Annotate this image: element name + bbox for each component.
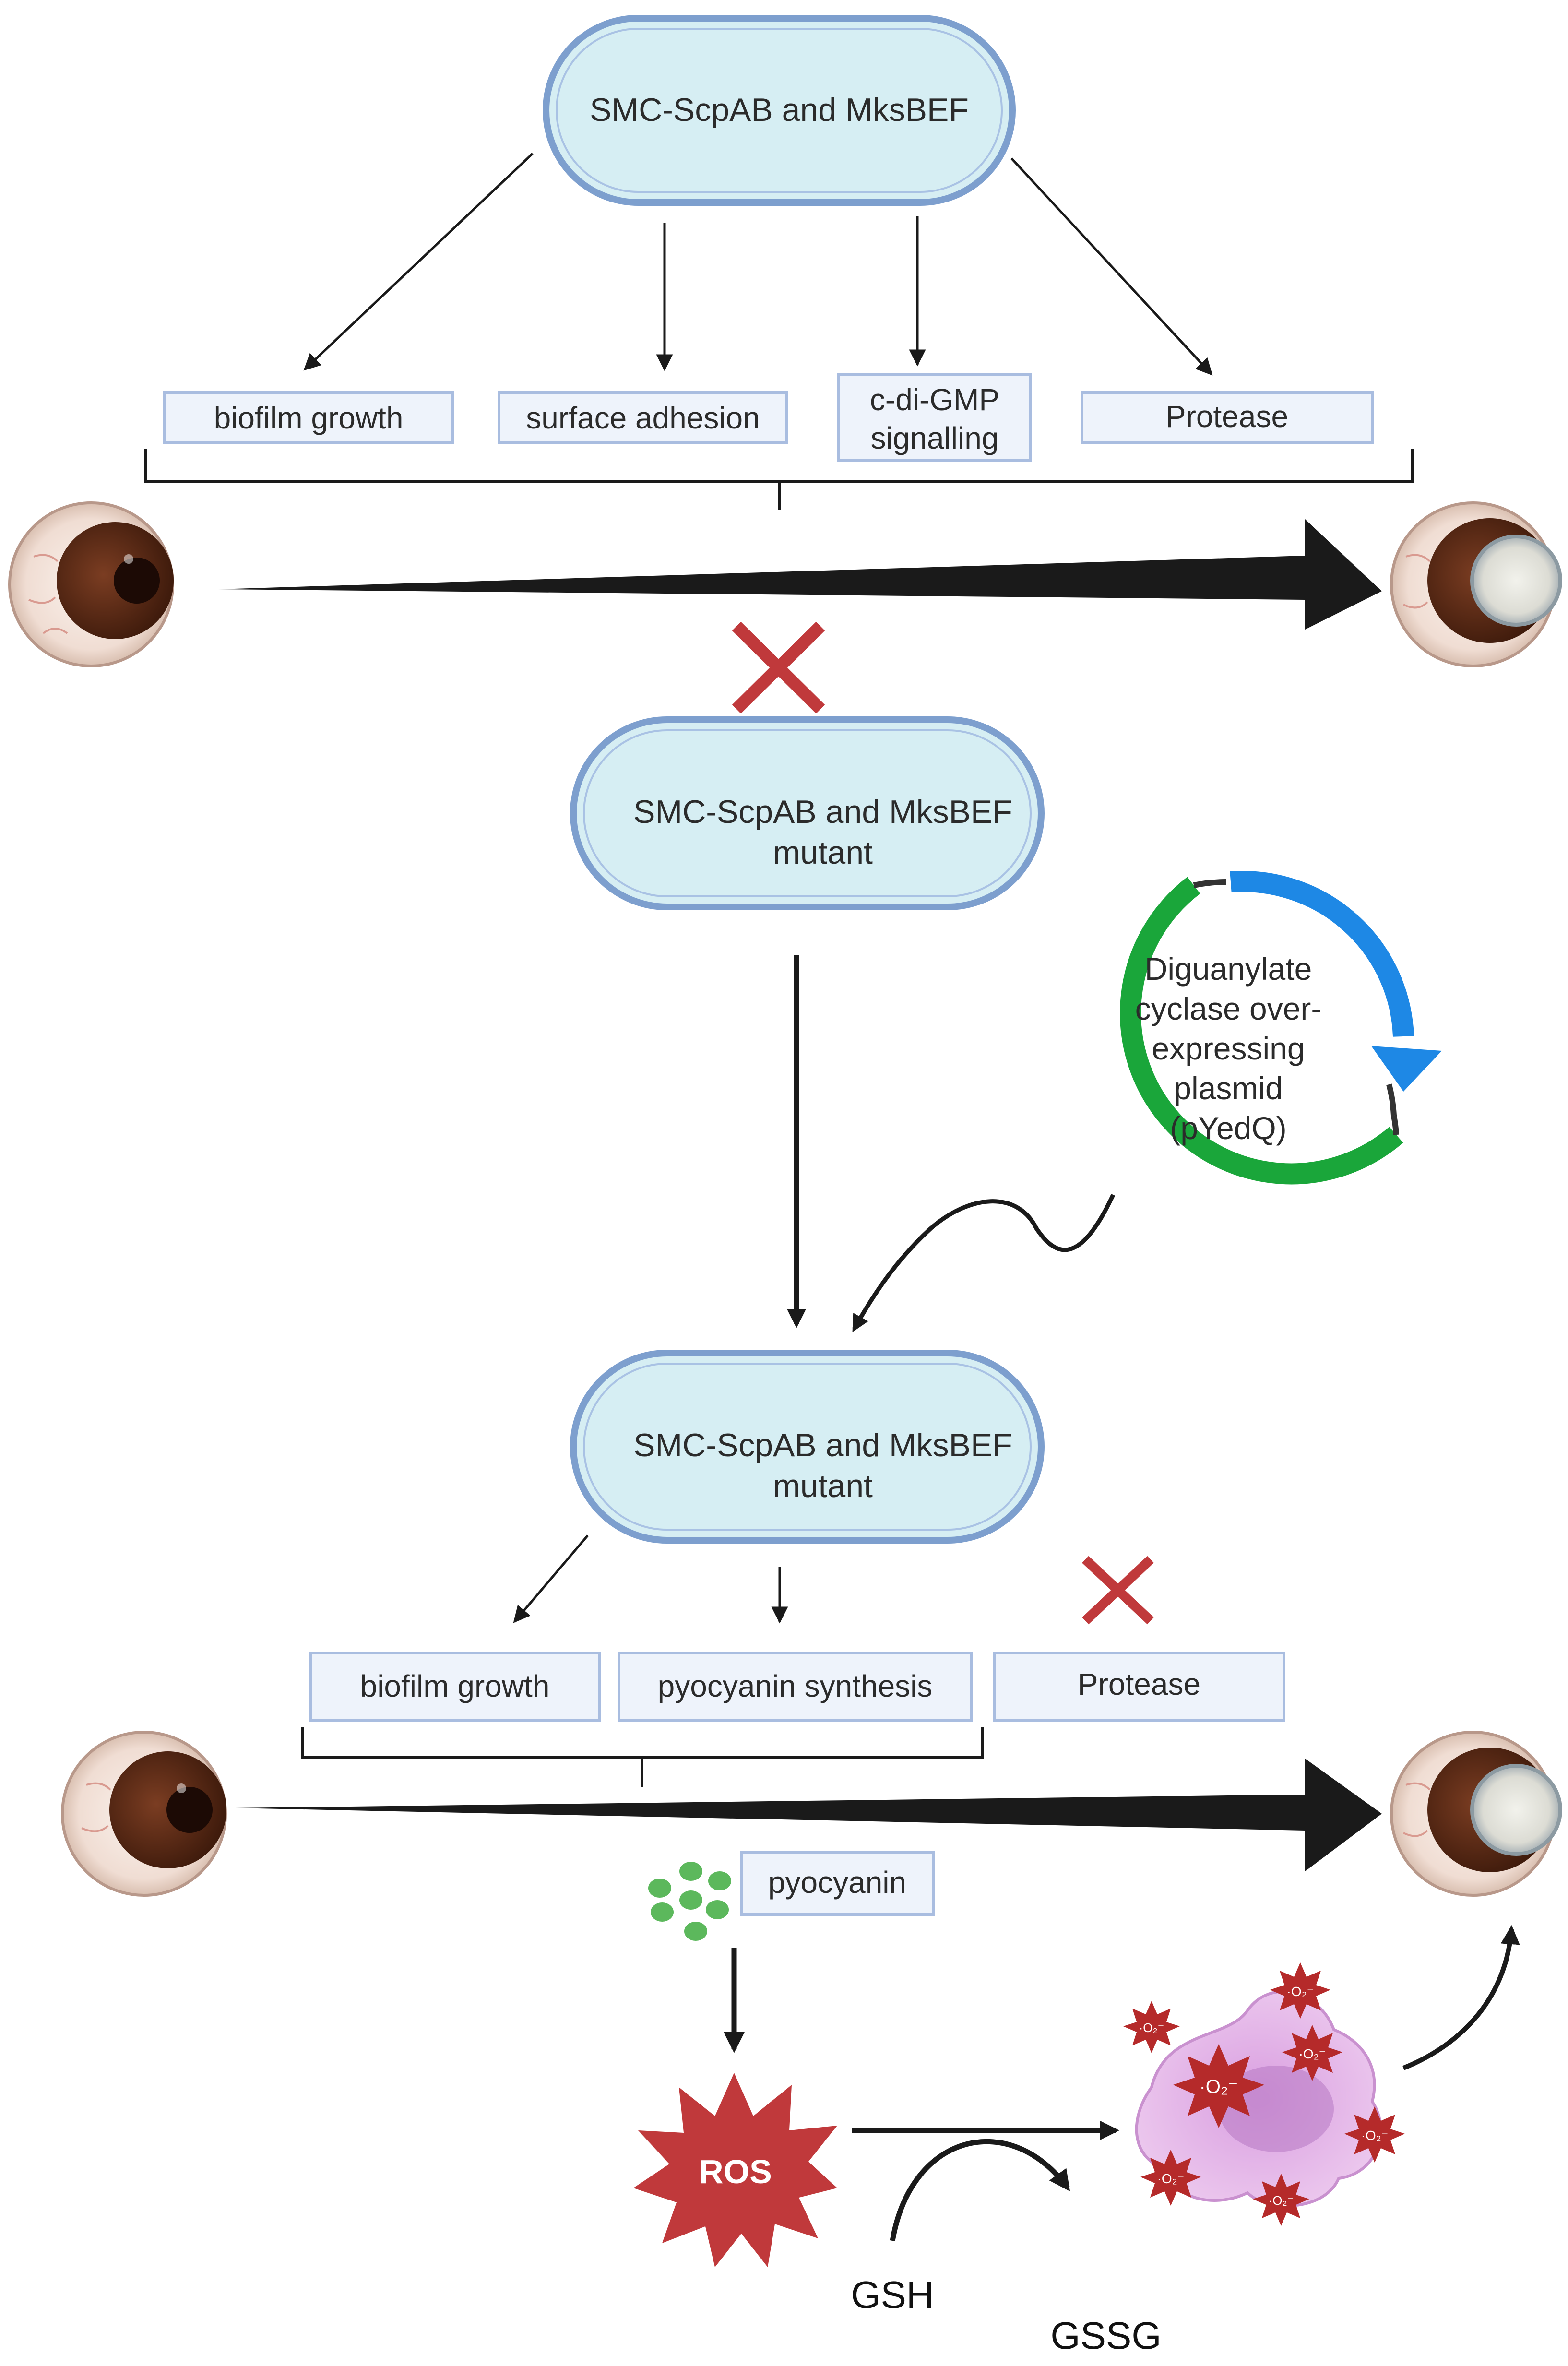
plasmid-line1: Diguanylate [1145,951,1312,987]
target-cdigmp-line2: signalling [871,421,999,455]
pyocyanin-label: pyocyanin [768,1865,906,1900]
superoxide-label-4: ·O₂⁻ [1139,2021,1164,2035]
top-bracket [144,449,1414,510]
gsh-to-gssg-arrow [890,2139,1070,2241]
rescued-cell: SMC-ScpAB and MksBEF mutant [570,1350,1045,1544]
pyocyanin-box: pyocyanin [740,1851,935,1916]
rescued-regulation-arrows [513,1534,788,1624]
eye-icon [8,501,174,667]
arrow-to-protease [1010,157,1213,376]
target-protease-box: Protease [1081,391,1374,444]
wildtype-regulation-arrows [303,153,1213,376]
plasmid-line4: plasmid [1174,1070,1283,1106]
wildtype-cell: SMC-ScpAB and MksBEF [543,15,1016,206]
target-adhesion-box: surface adhesion [498,391,788,444]
superoxide-burst-icon: ·O₂⁻ [1123,2001,1180,2053]
target-protease-box-2: Protease [993,1652,1285,1722]
target-protease-2-label: Protease [1078,1667,1200,1701]
cross-icon [732,621,825,714]
arrow-to-biofilm-2 [513,1534,589,1623]
rescued-cell-line2: mutant [773,1468,873,1504]
bottom-bracket [301,1727,984,1787]
cross-icon [1082,1556,1154,1625]
starburst-icon: ROS [633,2073,837,2267]
gssg-label: GSSG [1050,2314,1161,2357]
target-biofilm-label: biofilm growth [214,401,404,435]
target-cdigmp-box: c-di-GMP signalling [837,373,1032,462]
superoxide-burst-icon: ·O₂⁻ [1253,2174,1309,2226]
arrow-to-biofilm [303,153,534,371]
infected-eye-icon [1390,1731,1562,1897]
superoxide-label-7: ·O₂⁻ [1269,2193,1294,2208]
plasmid-line2: cyclase over- [1135,991,1322,1026]
superoxide-burst-icon: ·O₂⁻ [1173,2044,1264,2128]
target-biofilm-box-2: biofilm growth [309,1652,601,1722]
plasmid-line3: expressing [1152,1031,1305,1066]
mutant-cell: SMC-ScpAB and MksBEF mutant [570,716,1045,910]
mutant-cell-line1: SMC-ScpAB and MksBEF [633,794,1012,830]
target-pyocyanin-synthesis-box: pyocyanin synthesis [618,1652,973,1722]
superoxide-burst-icon: ·O₂⁻ [1344,2106,1405,2163]
superoxide-label-5: ·O₂⁻ [1361,2128,1389,2143]
target-pyocyanin-synthesis-label: pyocyanin synthesis [658,1669,933,1703]
macrophage-to-eye-arrow [1402,1925,1520,2070]
plasmid-icon: Diguanylate cyclase over- expressing pla… [1120,871,1442,1185]
mutant-cell-line2: mutant [773,834,873,871]
wildtype-cell-label: SMC-ScpAB and MksBEF [590,92,969,128]
superoxide-label-2: ·O₂⁻ [1299,2046,1326,2061]
target-protease-label: Protease [1165,399,1288,434]
eye-icon [61,1731,227,1897]
ros-label: ROS [699,2153,772,2190]
plasmid-line5: (pYedQ) [1170,1110,1286,1146]
superoxide-burst-icon: ·O₂⁻ [1282,2025,1342,2081]
rescued-cell-line1: SMC-ScpAB and MksBEF [633,1427,1012,1463]
superoxide-label-6: ·O₂⁻ [1157,2171,1185,2186]
superoxide-label-center: ·O₂⁻ [1199,2076,1238,2097]
progression-arrow-1 [218,519,1382,630]
superoxide-burst-icon: ·O₂⁻ [1270,1962,1330,2019]
target-adhesion-label: surface adhesion [526,401,760,435]
superoxide-label-3: ·O₂⁻ [1287,1984,1314,1999]
target-biofilm-2-label: biofilm growth [360,1669,550,1703]
target-biofilm-box: biofilm growth [163,391,454,444]
target-cdigmp-line1: c-di-GMP [870,382,999,417]
progression-arrow-2 [235,1759,1382,1871]
superoxide-burst-icon: ·O₂⁻ [1140,2150,1201,2206]
gsh-label: GSH [851,2273,934,2316]
molecule-dots-icon [648,1862,731,1941]
plasmid-insertion-arrow [852,1194,1116,1332]
infected-eye-icon [1390,501,1562,667]
